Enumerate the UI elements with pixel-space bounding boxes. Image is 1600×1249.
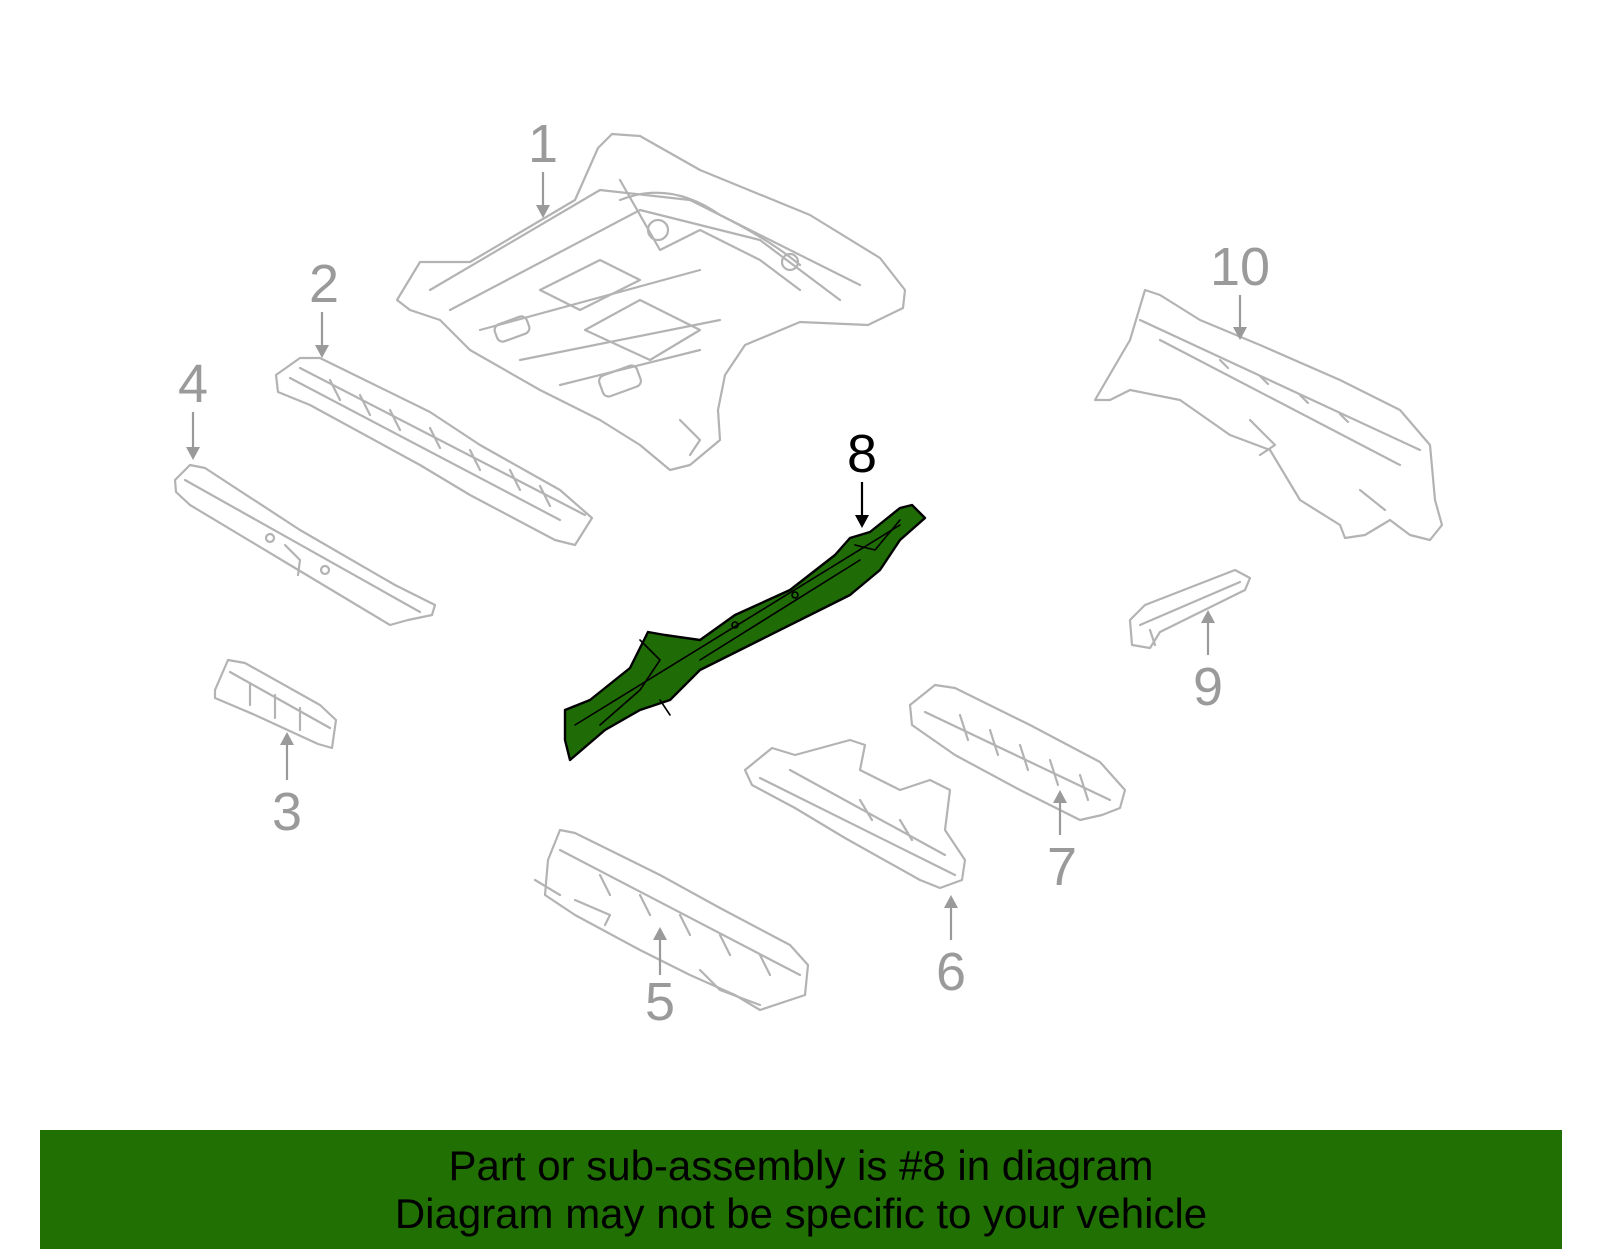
callout-1: 1 [528, 114, 558, 174]
part-8-side-member-highlighted[interactable] [563, 503, 927, 762]
callout-8: 8 [847, 424, 877, 484]
part-2-cross-member[interactable] [274, 356, 594, 547]
part-1-rear-floor-panel[interactable] [395, 132, 907, 472]
banner-line-1: Part or sub-assembly is #8 in diagram [448, 1141, 1154, 1189]
part-7-cross-member[interactable] [908, 683, 1127, 822]
part-5-lower-cross-member[interactable] [533, 828, 810, 1012]
callout-7: 7 [1047, 837, 1077, 897]
callout-2: 2 [309, 254, 339, 314]
callout-6: 6 [936, 942, 966, 1002]
part-9-bracket[interactable] [1128, 568, 1252, 650]
part-4-side-rail[interactable] [173, 463, 437, 627]
banner-line-2: Diagram may not be specific to your vehi… [394, 1189, 1208, 1237]
part-6-cross-member-assembly[interactable] [743, 738, 967, 890]
callout-10: 10 [1210, 237, 1270, 297]
callout-arrows [186, 172, 1247, 975]
part-10-bumper-reinforcement[interactable] [1093, 288, 1444, 542]
info-banner: Part or sub-assembly is #8 in diagram Di… [40, 1130, 1562, 1249]
parts-diagram: 1 2 3 4 5 6 7 8 9 10 [173, 114, 1444, 1032]
callout-labels: 1 2 3 4 5 6 7 8 9 10 [178, 114, 1270, 1032]
callout-9: 9 [1193, 657, 1223, 717]
part-3-bracket[interactable] [213, 658, 338, 750]
callout-3: 3 [272, 782, 302, 842]
callout-5: 5 [645, 972, 675, 1032]
callout-4: 4 [178, 354, 208, 414]
